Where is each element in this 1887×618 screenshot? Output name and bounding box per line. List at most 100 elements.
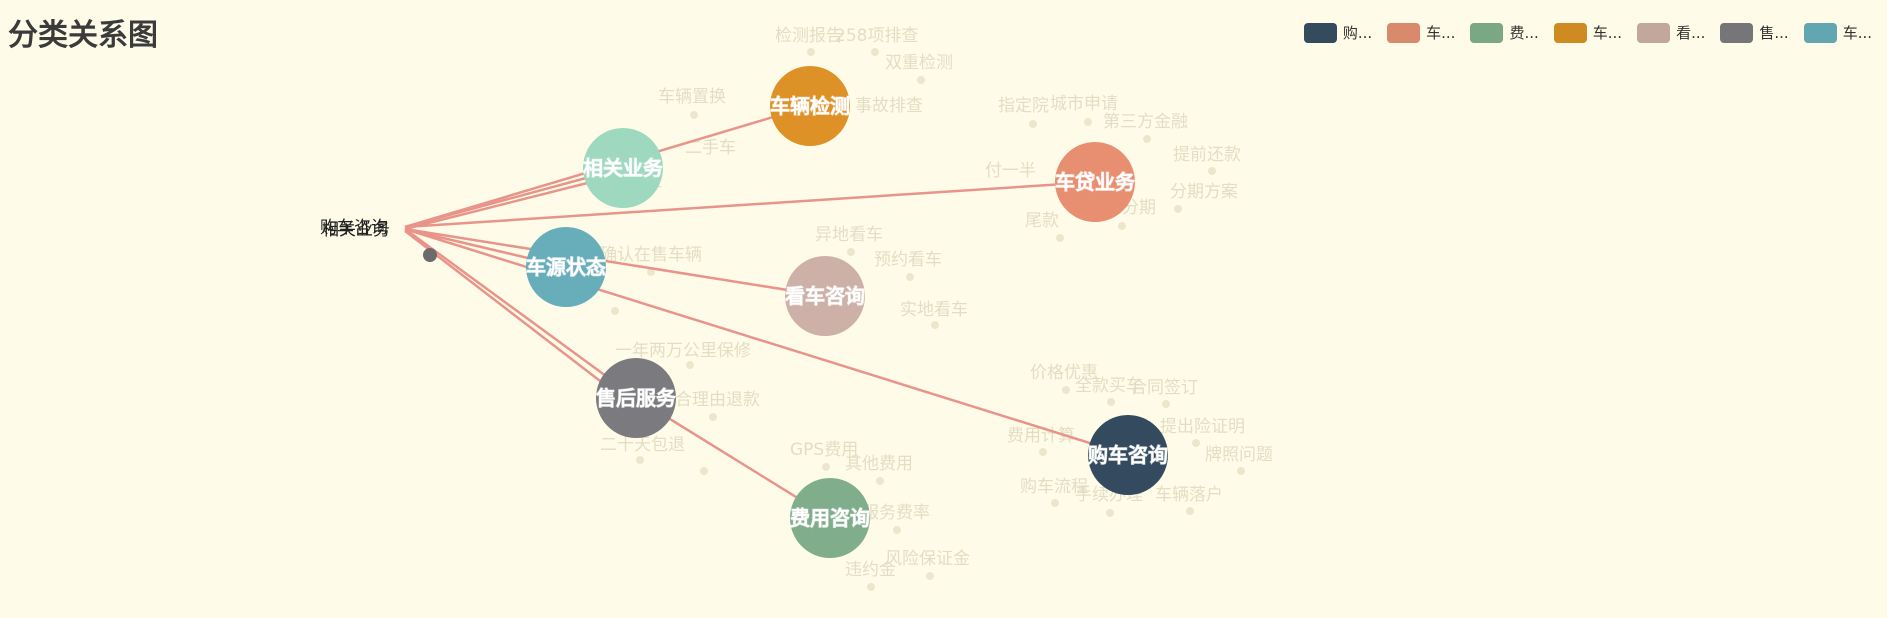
faint-label: 提出险证明 [1160, 417, 1245, 437]
faint-label: 确认在售车辆 [600, 245, 702, 265]
faint-label: 价格优惠 [1030, 363, 1098, 383]
faint-label: 购车流程 [1020, 477, 1088, 497]
faint-label: 预约看车 [874, 250, 942, 270]
node-viewing[interactable]: 看车咨询 [785, 256, 866, 336]
faint-label: 检测报告 [775, 26, 843, 46]
node-after-sales[interactable]: 售后服务 [596, 358, 677, 438]
legend-label: 看... [1676, 24, 1706, 42]
leaf-dot [686, 361, 694, 369]
leaf-dot [1106, 509, 1114, 517]
node-label: 费用咨询 [790, 506, 870, 530]
node-purchase[interactable]: 购车咨询 [1088, 415, 1169, 495]
node-label: 车贷业务 [1055, 170, 1136, 194]
faint-label: 尾款 [1025, 211, 1059, 231]
leaf-dot [1084, 118, 1092, 126]
legend-swatch [1303, 22, 1337, 43]
legend-item-fees[interactable]: 费... [1470, 22, 1539, 43]
faint-label: 二十天包退 [600, 435, 685, 455]
leaf-dot [700, 467, 708, 475]
legend-label: 费... [1509, 24, 1539, 42]
legend-swatch [1387, 22, 1421, 43]
leaf-dot [611, 307, 619, 315]
legend-item-car-source[interactable]: 车... [1803, 22, 1872, 43]
faint-label: 全款买车 [1075, 376, 1143, 396]
leaf-dot [636, 456, 644, 464]
leaf-dot [1062, 386, 1070, 394]
node-related-business[interactable]: 相关业务 [583, 128, 664, 208]
leaf-dot [1186, 507, 1194, 515]
node-fees[interactable]: 费用咨询 [790, 478, 871, 558]
leaf-dot [1162, 400, 1170, 408]
node-car-source[interactable]: 车源状态 [526, 227, 607, 307]
leaf-dot [1208, 167, 1216, 175]
node-label: 售后服务 [596, 386, 677, 410]
leaf-dot [893, 526, 901, 534]
leaf-dot [709, 413, 717, 421]
node-car-loan[interactable]: 车贷业务 [1055, 142, 1137, 222]
node-circle[interactable] [1088, 415, 1168, 495]
faint-label: 第三方金融 [1103, 112, 1188, 132]
legend-item-viewing[interactable]: 看... [1637, 22, 1705, 43]
edge [404, 227, 826, 298]
node-circle[interactable] [526, 227, 606, 307]
leaf-dot [917, 76, 925, 84]
legend-item-after-sales[interactable]: 售... [1720, 22, 1789, 43]
leaf-dot [847, 248, 855, 256]
faint-labels: 检测报告 258项排查 双重检测 事故排查 车辆置换 二手车 新车 指定院 城市… [600, 26, 1273, 580]
legend-item-purchase[interactable]: 购... [1303, 22, 1372, 43]
node-circle[interactable] [1055, 142, 1135, 222]
node-circle[interactable] [790, 478, 870, 558]
node-circle[interactable] [785, 256, 865, 336]
node-label: 车辆检测 [770, 94, 850, 118]
leaf-dot [1174, 205, 1182, 213]
leaf-dot [690, 111, 698, 119]
edge [404, 227, 1129, 457]
leaf-dot [1237, 467, 1245, 475]
faint-label: 二手车 [685, 138, 736, 158]
faint-label: 指定院 [998, 96, 1049, 116]
faint-label: 合同签订 [1130, 378, 1198, 398]
faint-label: 异地看车 [815, 225, 883, 245]
faint-label: 牌照问题 [1205, 445, 1273, 465]
faint-label: 风险保证金 [885, 549, 970, 569]
legend: 购... 车... 费... 车... 看... 售... 车... [1303, 22, 1887, 43]
node-circle[interactable] [583, 128, 663, 208]
root-node[interactable]: 购车咨询 相关业务 [320, 218, 437, 262]
legend-swatch [1553, 22, 1587, 43]
node-car-inspection[interactable]: 车辆检测 [770, 66, 851, 146]
leaf-dot [871, 48, 879, 56]
legend-item-car-loan[interactable]: 车... [1387, 22, 1455, 43]
faint-label: 城市申请 [1050, 94, 1118, 114]
node-label: 购车咨询 [1088, 443, 1168, 467]
leaf-dot [807, 48, 815, 56]
faint-label: 一年两万公里保修 [615, 341, 751, 361]
faint-label: 费用计算 [1007, 426, 1075, 446]
leaf-dot [1107, 398, 1115, 406]
leaf-dot [1056, 234, 1064, 242]
faint-label: 付一半 [985, 161, 1036, 181]
leaf-dot [1039, 448, 1047, 456]
faint-label: 服务费率 [862, 503, 930, 523]
edge [404, 227, 637, 400]
node-circle[interactable] [596, 358, 676, 438]
faint-label: 车辆置换 [658, 87, 726, 107]
faint-label: 其他费用 [845, 454, 913, 474]
leaf-dot [1051, 499, 1059, 507]
legend-label: 车... [1592, 24, 1623, 42]
faint-label: 车辆落户 [1155, 485, 1223, 505]
legend-swatch [1470, 22, 1504, 43]
legend-item-car-inspection[interactable]: 车... [1553, 22, 1623, 43]
node-label: 看车咨询 [785, 284, 865, 308]
leaf-dot [1118, 222, 1126, 230]
leaf-dot [1192, 439, 1200, 447]
legend-swatch [1720, 22, 1754, 43]
faint-label: 事故排查 [855, 96, 923, 116]
root-label-a: 购车咨询 [320, 218, 388, 238]
legend-label: 车... [1426, 24, 1456, 42]
leaf-dot [876, 477, 884, 485]
node-circle[interactable] [770, 66, 850, 146]
root-dot[interactable] [423, 248, 437, 262]
node-label: 相关业务 [583, 156, 664, 180]
legend-swatch [1637, 22, 1671, 43]
leaf-dot [906, 273, 914, 281]
